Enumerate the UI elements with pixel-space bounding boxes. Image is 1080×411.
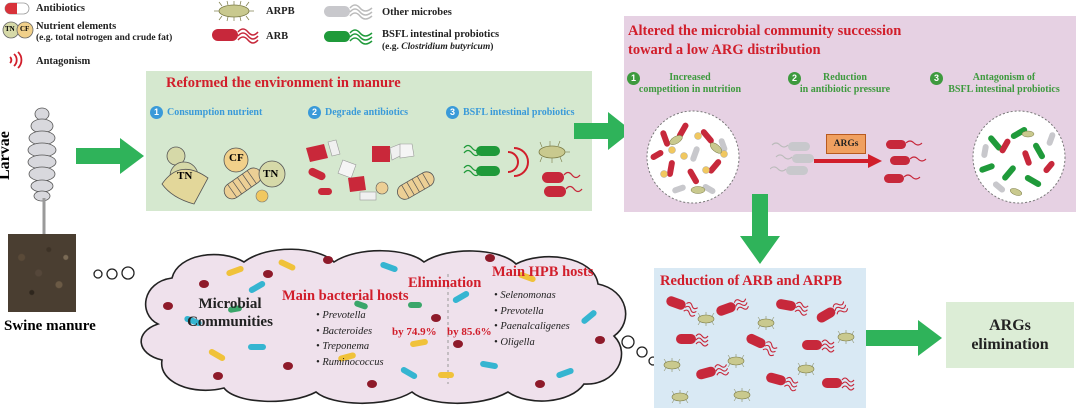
bacterial-host-item: • Treponema bbox=[316, 341, 370, 352]
degrade-antibiotics-illustration bbox=[306, 139, 435, 201]
args-transfer-arrow bbox=[814, 154, 882, 168]
altered-to-reduction-arrow bbox=[740, 194, 780, 264]
args-box: ARGs bbox=[826, 134, 866, 154]
args-elimination-line-2: elimination bbox=[971, 336, 1049, 353]
reformed-environment-title: Reformed the environment in manure bbox=[166, 75, 401, 91]
other-microbes-group bbox=[770, 142, 814, 175]
hpb-hosts-list: • Selenomonas • Prevotella • Paenalcalig… bbox=[494, 288, 570, 350]
elimination-pct-1: by 74.9% bbox=[392, 326, 437, 338]
bacterial-hosts-title: Main bacterial hosts bbox=[282, 288, 409, 304]
bacterial-host-item: • Bacteroides bbox=[316, 325, 373, 337]
arpb-bacterium-icon bbox=[214, 0, 254, 22]
altered-step-1-num: 1 bbox=[627, 72, 640, 85]
altered-step-3: 3 Antagonism of BSFL intestinal probioti… bbox=[930, 72, 1076, 96]
elimination-label: Elimination bbox=[408, 275, 482, 291]
altered-step-3-line2: BSFL intestinal probiotics bbox=[948, 84, 1060, 95]
cloud-microbe-scatter bbox=[163, 254, 605, 388]
reform-tn-label-1: TN bbox=[177, 170, 193, 182]
legend-nutrient-elements: Nutrient elements bbox=[36, 21, 117, 32]
legend-arpb: ARPB bbox=[266, 6, 295, 17]
legend-bsfl-probiotics: BSFL intestinal probiotics bbox=[382, 29, 500, 40]
elimination-pct-2: by 85.6% bbox=[447, 326, 492, 338]
reform-to-altered-arrow bbox=[574, 112, 632, 150]
legend-other-microbes: Other microbes bbox=[382, 7, 452, 18]
altered-step-2: 2 Reduction in antibiotic pressure bbox=[770, 72, 920, 96]
legend: Antibiotics TN CF Nutrient elements (e.g… bbox=[0, 0, 560, 72]
antibiotic-capsule-icon bbox=[4, 2, 30, 15]
reformed-step-1-label: Consumption nutrient bbox=[167, 107, 263, 118]
reformed-step-2-label: Degrade antibiotics bbox=[325, 107, 409, 118]
larva-icon bbox=[27, 107, 57, 202]
bacterial-hosts-list: • Prevotella • Bacteroides • Treponema •… bbox=[316, 308, 384, 370]
community-antagonism-circle bbox=[972, 110, 1066, 204]
bsfl-probiotics-icon bbox=[324, 29, 373, 45]
reformed-environment-panel bbox=[146, 71, 592, 211]
legend-arb: ARB bbox=[266, 31, 289, 42]
nutrient-elements-icon bbox=[2, 21, 34, 39]
altered-step-1: 1 Increased competition in nutrition bbox=[620, 72, 760, 96]
reformed-step-2-num: 2 bbox=[308, 106, 321, 119]
microbial-line-1: Microbial bbox=[198, 296, 262, 312]
arb-bacterium-icon bbox=[212, 28, 259, 44]
hpb-host-item: • Paenalcaligenes bbox=[494, 321, 570, 332]
legend-nutrient-example: (e.g. total notrogen and crude fat) bbox=[36, 33, 173, 43]
cf-badge: CF bbox=[20, 25, 30, 33]
altered-step-3-num: 3 bbox=[930, 72, 943, 85]
reformed-step-3-label: BSFL intestinal probiotics bbox=[463, 107, 575, 118]
legend-antagonism: Antagonism bbox=[36, 56, 91, 67]
args-elimination-box bbox=[946, 302, 1074, 368]
tn-badge: TN bbox=[5, 25, 15, 33]
hpb-host-item: • Oligella bbox=[494, 336, 535, 348]
altered-title-line-2: toward a low ARG distribution bbox=[628, 42, 821, 58]
hpb-hosts-title: Main HPB hosts bbox=[492, 264, 594, 280]
hpb-host-item: • Selenomonas bbox=[494, 290, 556, 301]
community-nutrition-circle bbox=[646, 110, 740, 204]
bacterial-host-item: • Ruminococcus bbox=[316, 356, 384, 368]
bsfl-example-species: Clostridium butyricum bbox=[401, 42, 491, 52]
reformed-step-1: 1 Consumption nutrient bbox=[150, 106, 262, 119]
larvae-to-reform-arrow bbox=[76, 138, 144, 174]
altered-title-line-1: Altered the microbial community successi… bbox=[628, 23, 902, 39]
legend-antibiotics: Antibiotics bbox=[36, 3, 86, 14]
altered-step-2-line2: in antibiotic pressure bbox=[799, 84, 891, 95]
reformed-step-3: 3 BSFL intestinal probiotics bbox=[446, 106, 575, 119]
reformed-step-3-num: 3 bbox=[446, 106, 459, 119]
nutrient-consumption-illustration bbox=[161, 146, 286, 205]
other-microbes-icon bbox=[324, 4, 373, 20]
bacterial-host-item: • Prevotella bbox=[316, 310, 366, 321]
args-elimination-label: ARGs elimination bbox=[946, 316, 1074, 354]
thought-bubbles-left bbox=[93, 266, 135, 280]
bsfl-example-prefix: (e.g. bbox=[382, 42, 402, 52]
swine-manure-label: Swine manure bbox=[4, 318, 96, 334]
bsfl-probiotics-illustration bbox=[463, 140, 583, 197]
altered-step-3-line1: Antagonism of bbox=[972, 72, 1036, 83]
reduction-title: Reduction of ARB and ARPB bbox=[660, 273, 843, 289]
altered-step-1-line1: Increased bbox=[669, 72, 711, 83]
reform-cf-label: CF bbox=[229, 152, 244, 164]
swine-manure-image bbox=[8, 234, 76, 312]
larvae-label: Larvae bbox=[0, 131, 13, 180]
reformed-step-1-num: 1 bbox=[150, 106, 163, 119]
reduced-bacteria-scatter bbox=[663, 294, 855, 405]
reduction-to-elimination-arrow bbox=[866, 320, 942, 356]
altered-step-2-line1: Reduction bbox=[823, 72, 867, 83]
microbial-line-2: Communities bbox=[187, 314, 273, 330]
altered-step-1-line2: competition in nutrition bbox=[638, 84, 742, 95]
args-elimination-line-1: ARGs bbox=[989, 317, 1031, 334]
antagonism-icon bbox=[9, 51, 23, 69]
arb-group bbox=[884, 140, 927, 183]
microbial-cloud bbox=[140, 248, 627, 405]
bsfl-example-suffix: ) bbox=[490, 42, 494, 52]
hpb-host-item: • Prevotella bbox=[494, 305, 544, 317]
microbial-communities-label: Microbial Communities bbox=[180, 295, 280, 331]
legend-bsfl-example: (e.g. Clostridium butyricum) bbox=[382, 42, 493, 52]
reform-tn-label-2: TN bbox=[263, 168, 279, 180]
altered-step-2-num: 2 bbox=[788, 72, 801, 85]
reformed-step-2: 2 Degrade antibiotics bbox=[308, 106, 408, 119]
